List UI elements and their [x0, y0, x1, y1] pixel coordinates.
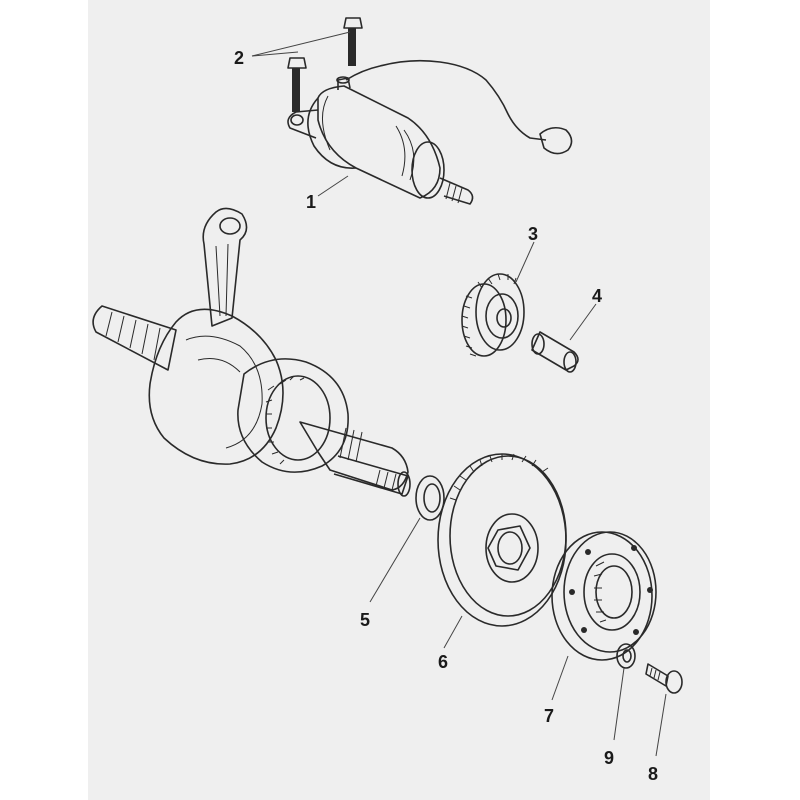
diagram-panel [88, 0, 710, 800]
starter-driven-gear [437, 453, 567, 627]
callout-7: 7 [544, 706, 554, 726]
callout-8: 8 [648, 764, 658, 784]
leader-lines [251, 31, 667, 757]
callout-6: 6 [438, 652, 448, 672]
callout-labels: 2 1 3 4 5 6 7 9 8 [234, 48, 658, 784]
starter-motor [287, 59, 573, 205]
one-way-clutch [551, 531, 657, 661]
mounting-bolt-right [343, 17, 363, 66]
idle-gear-shaft [531, 331, 579, 373]
callout-4: 4 [592, 286, 602, 306]
idle-gear [461, 273, 525, 357]
callout-1: 1 [306, 192, 316, 212]
callout-9: 9 [604, 748, 614, 768]
thrust-washer [415, 475, 445, 521]
small-washer [616, 643, 636, 669]
mounting-bolt-left [287, 57, 307, 112]
callout-5: 5 [360, 610, 370, 630]
crankshaft [92, 207, 411, 497]
callout-2: 2 [234, 48, 244, 68]
callout-3: 3 [528, 224, 538, 244]
clutch-bolt [645, 663, 683, 694]
